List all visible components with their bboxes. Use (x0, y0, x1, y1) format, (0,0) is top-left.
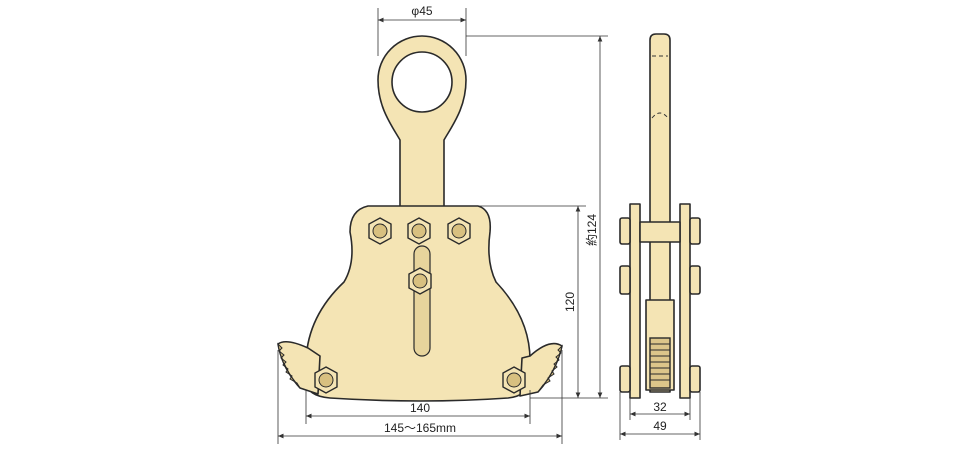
lifting-eye (377, 35, 467, 211)
bolt-bottom-left (314, 366, 338, 394)
dim-body-width: 140 (410, 401, 430, 415)
side-dimensions: 32 49 (619, 392, 701, 440)
front-dimensions: φ45 約124 120 140 145～165mm (277, 4, 608, 444)
bolt-top-center (407, 217, 431, 245)
dim-body-height: 120 (563, 292, 577, 312)
side-nut-right-bottom (689, 365, 701, 393)
side-crossbar (639, 221, 681, 243)
right-jaw (519, 342, 563, 397)
side-plate-left (629, 203, 641, 399)
dim-side-outer-width: 49 (653, 419, 667, 433)
dim-jaw-opening: 145～165mm (384, 421, 456, 435)
left-jaw (277, 340, 321, 395)
dim-approx-height: 約124 (584, 214, 599, 246)
bolt-top-left (368, 217, 392, 245)
bolt-middle (408, 267, 432, 295)
side-view (619, 33, 701, 399)
side-plate-right (679, 203, 691, 399)
side-nut-left-middle (619, 265, 631, 295)
dim-side-inner-width: 32 (653, 400, 667, 414)
bolt-bottom-right (502, 366, 526, 394)
side-nut-right-top (689, 217, 701, 245)
side-nut-left-bottom (619, 365, 631, 393)
dim-ring-diameter: φ45 (411, 4, 432, 18)
adjust-slot (413, 245, 431, 357)
side-nut-right-middle (689, 265, 701, 295)
side-nut-left-top (619, 217, 631, 245)
side-roller (649, 337, 671, 389)
bolt-top-right (447, 217, 471, 245)
front-view (277, 35, 563, 402)
